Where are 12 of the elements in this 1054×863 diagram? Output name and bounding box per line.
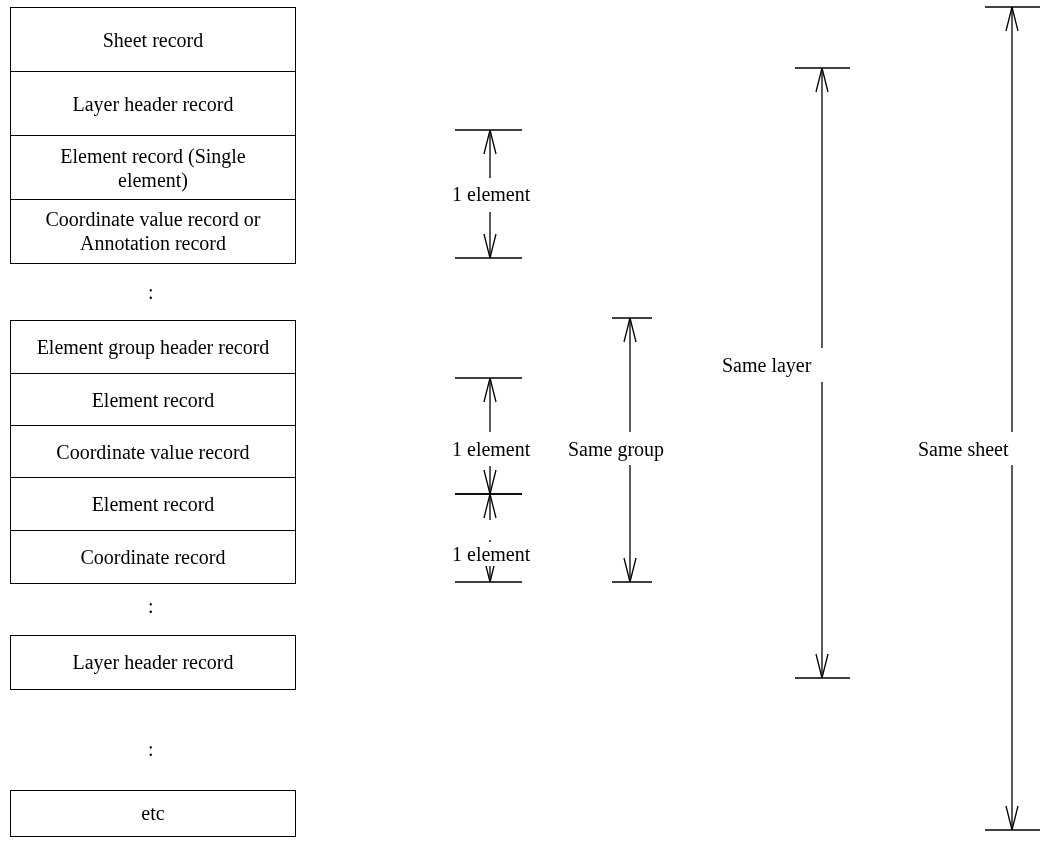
record-row: Layer header record [10,635,296,690]
record-row: Element group header record [10,320,296,375]
record-row: Coordinate value record or Annotation record [10,199,296,264]
record-row: Element record [10,477,296,532]
record-row: etc [10,790,296,837]
record-row: Coordinate record [10,530,296,584]
record-row: Element record [10,373,296,427]
record-row: Sheet record [10,7,296,73]
record-row: Element record (Single element) [10,135,296,201]
record-row: Layer header record [10,71,296,137]
dimension-label: 1 element [452,542,531,566]
record-row: Coordinate value record [10,425,296,479]
